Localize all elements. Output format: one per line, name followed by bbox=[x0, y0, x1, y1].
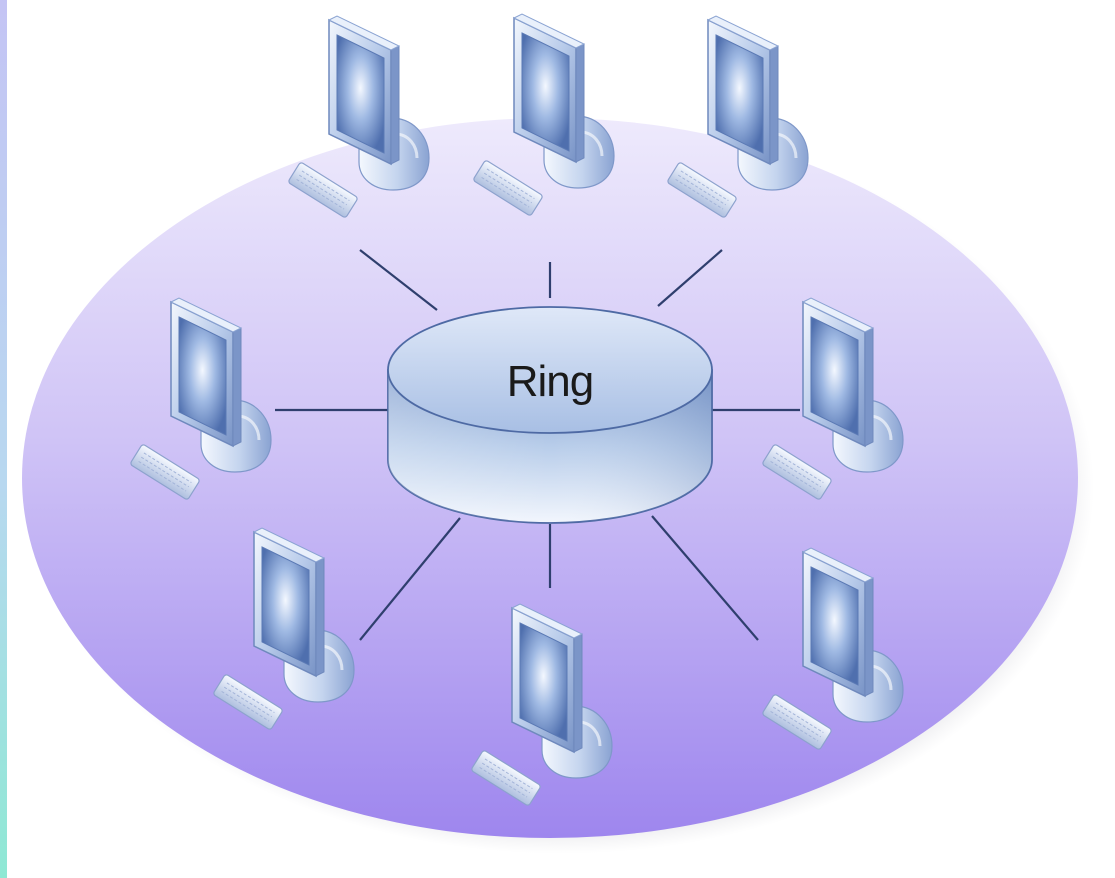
link-bottom-left bbox=[359, 517, 461, 641]
link-top-left bbox=[359, 249, 438, 311]
left-edge-strip bbox=[0, 0, 7, 878]
ring-hub-cylinder: Ring bbox=[387, 306, 713, 524]
link-lines bbox=[275, 249, 800, 641]
hub-label: Ring bbox=[507, 357, 594, 406]
link-top-right bbox=[657, 249, 723, 307]
link-bottom-right bbox=[651, 515, 759, 641]
